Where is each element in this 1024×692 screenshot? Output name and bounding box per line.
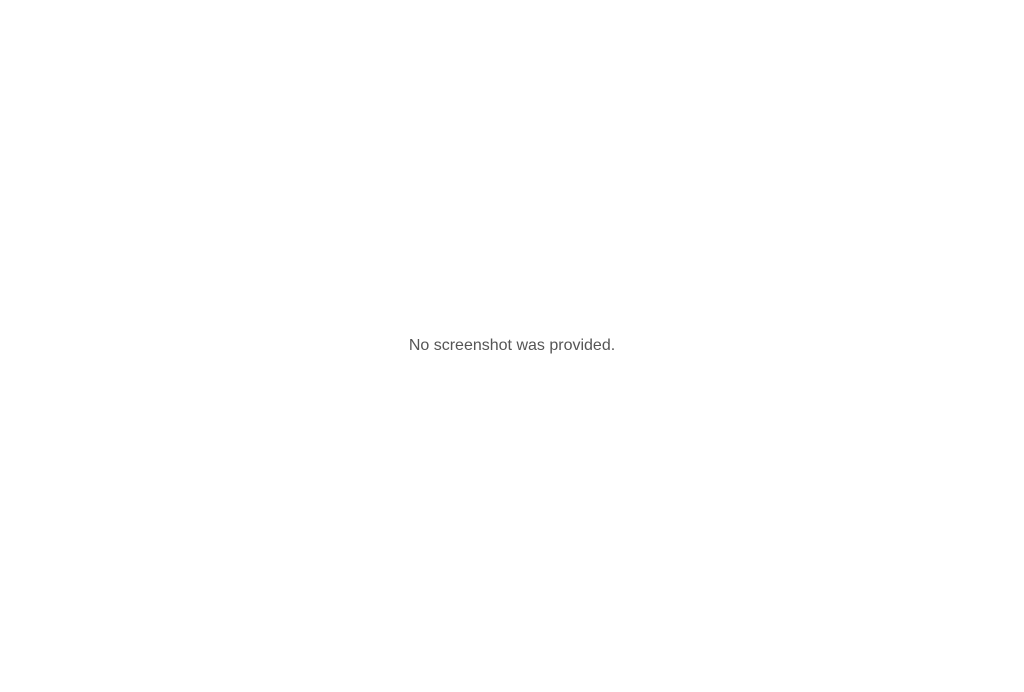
notice-message: No screenshot was provided.: [408, 337, 616, 354]
